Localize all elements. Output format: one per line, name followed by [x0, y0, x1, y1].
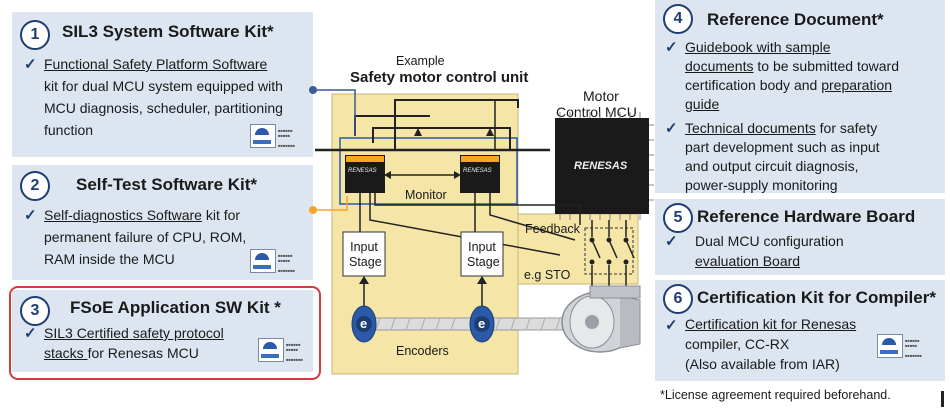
- motor-mcu-brand: RENESAS: [574, 160, 628, 172]
- kit-2-line-1: Self-diagnostics Software kit for: [44, 207, 241, 223]
- motor-mcu-label-2: Control MCU: [556, 104, 637, 120]
- kit-4-item-1-line-2: documents to be submitted toward: [685, 58, 900, 74]
- kit-5-number: 5: [663, 203, 693, 233]
- check-icon: ✓: [24, 207, 37, 224]
- kit-1-line-4: function: [44, 122, 94, 138]
- kit-4-item-2-line-1: Technical documents for safety: [685, 120, 878, 136]
- kit-2-line-3: RAM inside the MCU: [44, 251, 175, 267]
- license-footnote: *License agreement required beforehand.: [660, 388, 891, 402]
- kit-1-number: 1: [20, 20, 50, 50]
- kit-3-line-2: stacks for Renesas MCU: [44, 345, 199, 361]
- kit-5-title: Reference Hardware Board: [697, 207, 916, 226]
- kit-1-line-3: MCU diagnosis, scheduler, partitioning: [44, 100, 283, 116]
- badge-caption: ■■■■■■■■■■■■■■■■■■: [286, 342, 303, 362]
- check-icon: ✓: [24, 325, 37, 342]
- encoder-2-symbol: e: [478, 316, 486, 331]
- monitor-label: Monitor: [405, 188, 447, 202]
- chip-2-brand: RENESAS: [463, 168, 492, 174]
- check-icon: ✓: [665, 39, 678, 56]
- kit-1-panel: 1 SIL3 System Software Kit* ✓ Functional…: [12, 12, 313, 157]
- tuv-certification-badge: [258, 338, 284, 362]
- kit-1-line-1: Functional Safety Platform Software: [44, 56, 268, 72]
- tuv-certification-badge: [250, 249, 276, 273]
- badge-caption: ■■■■■■■■■■■■■■■■■■: [278, 253, 295, 273]
- kit-5-panel: 5 Reference Hardware Board ✓ Dual MCU co…: [655, 199, 945, 275]
- tuv-certification-badge: [877, 334, 903, 358]
- kit-4-item-2-line-3: and output circuit diagnosis,: [685, 158, 859, 174]
- kit-6-number: 6: [663, 284, 693, 314]
- check-icon: ✓: [665, 233, 678, 250]
- kit-4-panel: 4 Reference Document* ✓ Guidebook with s…: [655, 0, 945, 193]
- unit-title: Safety motor control unit: [350, 69, 529, 86]
- kit-4-title: Reference Document*: [707, 10, 884, 29]
- kit-6-panel: 6 Certification Kit for Compiler* ✓ Cert…: [655, 280, 945, 381]
- kit-1-title: SIL3 System Software Kit*: [62, 22, 274, 41]
- kit-3-title: FSoE Application SW Kit *: [70, 298, 281, 317]
- feedback-label: Feedback: [525, 222, 580, 236]
- chip-1-brand: RENESAS: [348, 168, 377, 174]
- encoder-1-symbol: e: [360, 316, 368, 331]
- tuv-certification-badge: [250, 124, 276, 148]
- edge-mark: [941, 391, 944, 407]
- kit-2-panel: 2 Self-Test Software Kit* ✓ Self-diagnos…: [12, 165, 313, 280]
- kit-3-line-1: SIL3 Certified safety protocol: [44, 325, 224, 341]
- dual-mcu-frame: [339, 137, 518, 205]
- kit-4-number: 4: [663, 4, 693, 34]
- kit-3-number: 3: [20, 296, 50, 326]
- motor-control-mcu-chip: [555, 118, 649, 214]
- kit-4-item-1-line-4: guide: [685, 96, 720, 112]
- kit-5-line-1: Dual MCU configuration: [695, 233, 844, 249]
- kit-1-line-2: kit for dual MCU system equipped with: [44, 78, 283, 94]
- check-icon: ✓: [665, 317, 678, 334]
- kit-6-line-3: (Also available from IAR): [685, 356, 840, 372]
- motor-mcu-label-1: Motor: [583, 88, 619, 104]
- kit-4-item-2-line-2: part development such as input: [685, 139, 880, 155]
- kit-6-title: Certification Kit for Compiler*: [697, 288, 936, 307]
- kit-5-line-2: evaluation Board: [695, 253, 801, 269]
- input-stage-2-box: [460, 231, 504, 277]
- kit-3-panel: 3 FSoE Application SW Kit * ✓ SIL3 Certi…: [12, 290, 313, 372]
- kit-6-line-2: compiler, CC-RX: [685, 336, 790, 352]
- sto-label: e.g STO: [524, 268, 571, 282]
- kit-4-item-1-line-1: Guidebook with sample: [685, 39, 831, 55]
- motor-icon: [561, 285, 641, 353]
- encoders-label: Encoders: [396, 344, 449, 358]
- kit-2-line-2: permanent failure of CPU, ROM,: [44, 229, 247, 245]
- check-icon: ✓: [665, 120, 678, 137]
- kit-2-title: Self-Test Software Kit*: [76, 175, 258, 194]
- kit-4-item-2-line-4: power-supply monitoring: [685, 177, 838, 193]
- kit-2-number: 2: [20, 171, 50, 201]
- badge-caption: ■■■■■■■■■■■■■■■■■■: [905, 338, 922, 358]
- badge-caption: ■■■■■■■■■■■■■■■■■■: [278, 128, 295, 148]
- example-label: Example: [396, 54, 445, 68]
- kit-4-item-1-line-3: certification body and preparation: [685, 77, 893, 93]
- kit-6-line-1: Certification kit for Renesas: [685, 316, 857, 332]
- check-icon: ✓: [24, 56, 37, 73]
- kit-3-highlight-frame: [9, 286, 321, 380]
